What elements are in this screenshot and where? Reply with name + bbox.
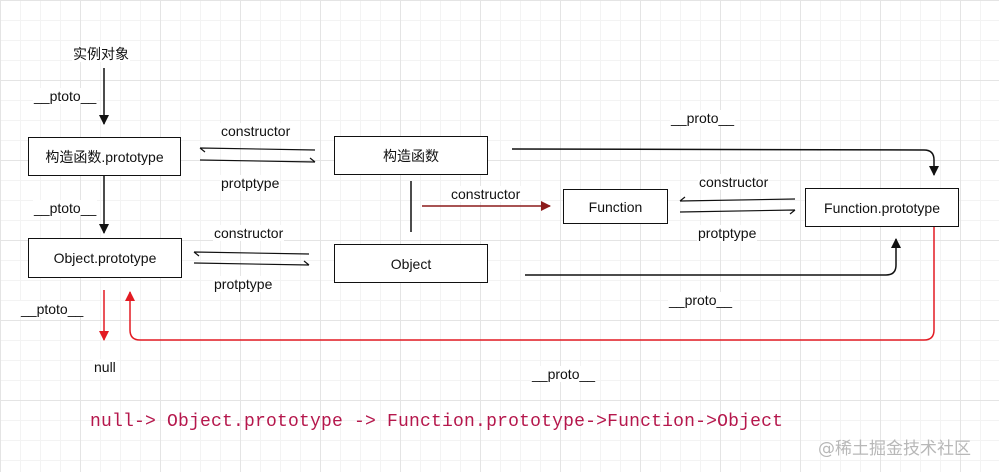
constructor-harpoon-top bbox=[199, 147, 316, 153]
object-box: Object bbox=[334, 244, 488, 283]
ptoto-label-1: __ptoto__ bbox=[33, 88, 98, 104]
null-label: null bbox=[93, 359, 117, 375]
constructor-label-dark: constructor bbox=[450, 186, 522, 202]
protptype-harpoon-mid bbox=[193, 260, 310, 266]
proto-label-top: __proto__ bbox=[670, 110, 736, 126]
instance-label: 实例对象 bbox=[72, 46, 130, 62]
ctor-box: 构造函数 bbox=[334, 136, 488, 175]
protptype-label-top: protptype bbox=[220, 175, 281, 191]
function-box: Function bbox=[563, 189, 668, 224]
constructor-label-right: constructor bbox=[698, 174, 770, 190]
proto-label-mid: __proto__ bbox=[668, 292, 734, 308]
ptoto-label-2: __ptoto__ bbox=[33, 200, 98, 216]
protptype-label-mid: protptype bbox=[213, 276, 274, 292]
ptoto-label-3: __ptoto__ bbox=[20, 301, 85, 317]
object-prototype-box: Object.prototype bbox=[28, 238, 182, 278]
constructor-harpoon-right bbox=[679, 196, 796, 202]
proto-label-bottom: __proto__ bbox=[531, 366, 597, 382]
ctor-prototype-box: 构造函数.prototype bbox=[28, 137, 181, 176]
object-to-function-prototype-arrow bbox=[525, 238, 901, 276]
constructor-label-top: constructor bbox=[220, 123, 292, 139]
protptype-harpoon-top bbox=[199, 157, 316, 163]
protptype-harpoon-right bbox=[679, 209, 796, 215]
function-prototype-box: Function.prototype bbox=[805, 188, 959, 227]
protptype-label-right: protptype bbox=[697, 225, 758, 241]
prototype-chain-formula: null-> Object.prototype -> Function.prot… bbox=[90, 412, 784, 432]
ctor-to-function-prototype-arrow bbox=[511, 148, 939, 176]
function-prototype-to-object-prototype-arrow bbox=[125, 227, 935, 341]
constructor-label-mid: constructor bbox=[213, 225, 285, 241]
constructor-harpoon-mid bbox=[193, 251, 310, 257]
watermark: @稀土掘金技术社区 bbox=[818, 439, 971, 459]
